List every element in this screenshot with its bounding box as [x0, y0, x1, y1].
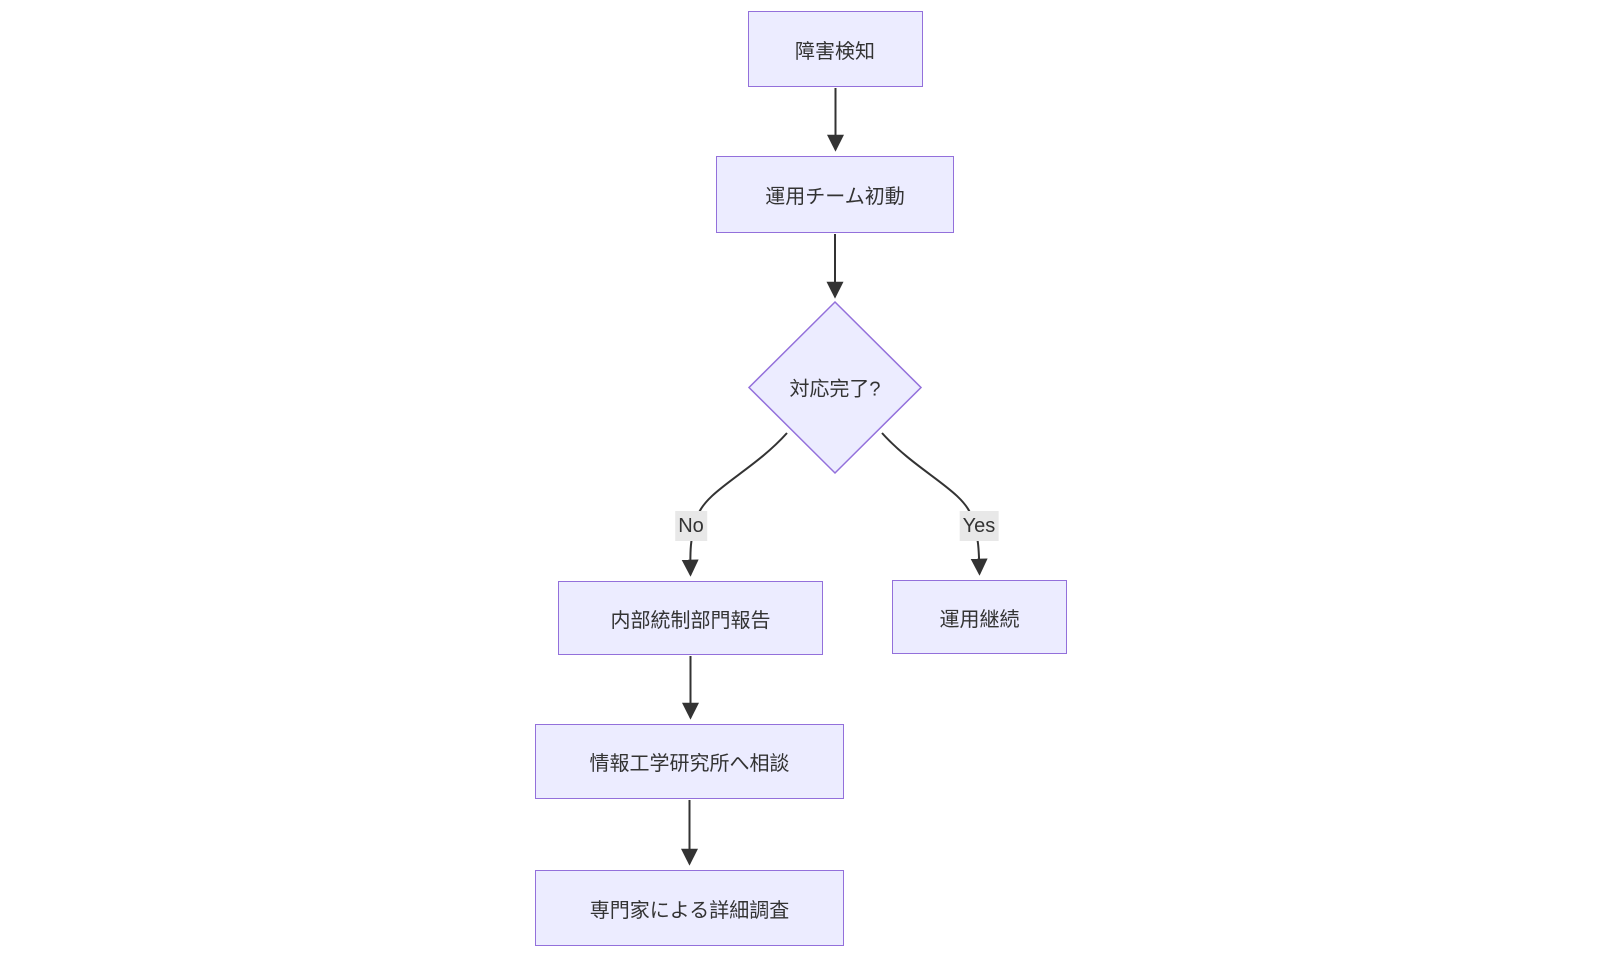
node-consult-infotech-institute: 情報工学研究所へ相談 — [535, 724, 844, 799]
node-decision-response-complete — [747, 300, 923, 475]
node-label: 専門家による詳細調査 — [589, 899, 790, 922]
edge-decision-no — [681, 432, 788, 577]
node-decision-label: 対応完了? — [789, 373, 880, 402]
edge-label-no: No — [675, 511, 707, 541]
edge-decision-yes — [881, 432, 988, 576]
node-fault-detection: 障害検知 — [747, 11, 923, 87]
node-ops-team-initial-response: 運用チーム初動 — [716, 156, 954, 233]
edge-label-yes: Yes — [959, 511, 999, 541]
node-continue-operation: 運用継続 — [892, 580, 1067, 654]
node-label: 運用継続 — [939, 608, 1020, 631]
node-label: 対応完了? — [789, 378, 881, 401]
node-label: 障害検知 — [795, 40, 875, 63]
node-label: 運用チーム初動 — [765, 186, 905, 208]
node-label: 情報工学研究所へ相談 — [589, 753, 790, 775]
node-internal-control-report: 内部統制部門報告 — [558, 581, 823, 655]
node-expert-detailed-investigation: 専門家による詳細調査 — [535, 870, 844, 946]
node-label: 内部統制部門報告 — [610, 609, 771, 632]
